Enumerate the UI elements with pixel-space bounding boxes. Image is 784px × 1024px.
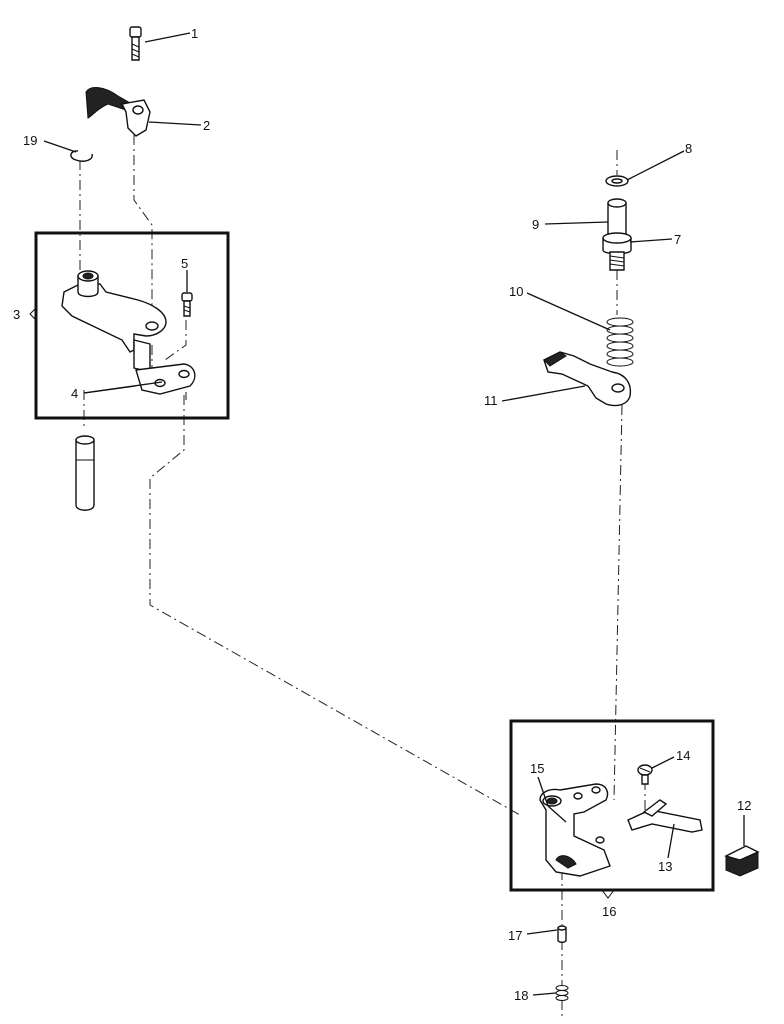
callout-3: 3: [13, 307, 20, 322]
part-1-screw: [129, 26, 142, 61]
callout-13: 13: [658, 859, 672, 874]
callout-15: 15: [530, 761, 544, 776]
callout-5: 5: [181, 256, 188, 271]
callout-8: 8: [685, 141, 692, 156]
callout-12: 12: [737, 798, 751, 813]
callout-10: 10: [509, 284, 523, 299]
assembly-lines: [79, 135, 646, 1020]
assembly-box-16: [509, 719, 715, 899]
part-17-pin: [557, 925, 567, 943]
part-2-lever: [85, 87, 151, 137]
part-8-washer: [605, 175, 629, 187]
assembly-box-3: [29, 231, 230, 420]
callout-19: 19: [23, 133, 37, 148]
part-12-cap: [724, 845, 760, 877]
part-10-spring: [606, 317, 634, 367]
callout-18: 18: [514, 988, 528, 1003]
callout-2: 2: [203, 118, 210, 133]
part-18-spring: [555, 985, 569, 1001]
part-pin: [75, 435, 95, 511]
part-11-lever: [543, 351, 632, 407]
callout-7: 7: [674, 232, 681, 247]
leader-lines: [43, 32, 745, 996]
callout-4: 4: [71, 386, 78, 401]
callout-14: 14: [676, 748, 690, 763]
callout-1: 1: [191, 26, 198, 41]
callout-17: 17: [508, 928, 522, 943]
callout-16: 16: [602, 904, 616, 919]
part-19-e-ring: [70, 150, 93, 162]
part-9-stud: [602, 198, 632, 271]
callout-labels: 1 2 3 4 5 7 8 9 10 11 12 13 14 15 16 17 …: [13, 26, 751, 1003]
callout-9: 9: [532, 217, 539, 232]
callout-11: 11: [484, 393, 498, 408]
